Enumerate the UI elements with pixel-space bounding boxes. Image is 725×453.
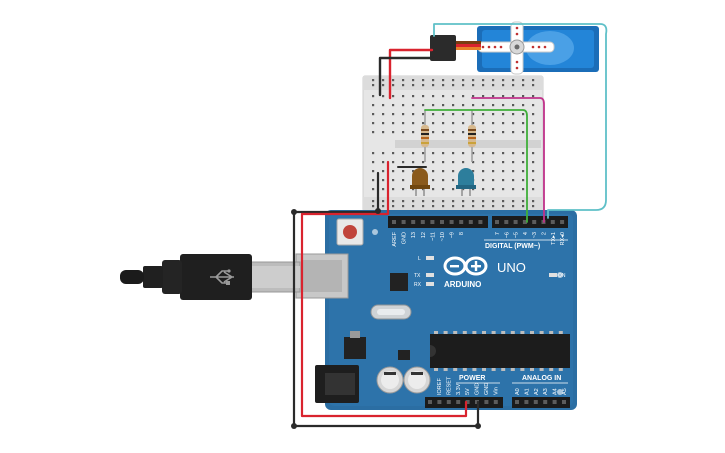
pin-label: ~9 xyxy=(450,232,456,238)
pin-label: ~3 xyxy=(532,232,538,238)
capacitor xyxy=(403,366,431,394)
led-rx-indicator: RX xyxy=(414,282,434,288)
digital-header-label: DIGITAL (PWM~) xyxy=(485,243,540,250)
power-header-label: POWER xyxy=(459,375,485,382)
pin-label: ~6 xyxy=(504,232,510,238)
wire-green-pin xyxy=(424,109,528,223)
brand-label: ARDUINO xyxy=(444,280,481,289)
resistor xyxy=(468,110,476,162)
wire-servo-power xyxy=(388,48,434,100)
model-label: UNO xyxy=(497,260,526,275)
pin-label: RX◂0 xyxy=(560,232,566,245)
analog-header-label: ANALOG IN xyxy=(522,375,561,382)
voltage-regulator xyxy=(344,337,366,359)
svg-text:ON: ON xyxy=(558,273,566,279)
pin-label: ~10 xyxy=(440,232,446,241)
pin-label: GND xyxy=(402,232,408,244)
pin-label: IOREF xyxy=(437,378,443,395)
pin-label: 2 xyxy=(542,232,548,235)
wire-servo-signal xyxy=(433,23,608,219)
usb-chip xyxy=(390,273,408,291)
pin-label: 13 xyxy=(411,232,417,238)
pin-label: Vin xyxy=(493,387,499,395)
wires xyxy=(291,23,608,429)
pin-label: 3.3V xyxy=(456,383,462,395)
led-l-indicator: L xyxy=(418,256,434,262)
pin-label: GND xyxy=(475,383,481,395)
arduino-infinity-logo-icon xyxy=(443,256,488,276)
pin-label: ~11 xyxy=(430,232,436,241)
pin-label: A4 xyxy=(553,388,559,395)
atmega-chip xyxy=(430,331,570,371)
analog-header xyxy=(512,397,570,408)
svg-text:TX: TX xyxy=(414,273,421,279)
wire-magenta-pin xyxy=(471,97,545,223)
usb-plug-icon xyxy=(120,254,301,300)
digital-header-right xyxy=(492,216,568,228)
wire-5v-loop xyxy=(300,212,468,418)
breadboard-holes xyxy=(372,79,535,208)
svg-text:RX: RX xyxy=(414,282,422,288)
pin-label: RESET xyxy=(446,376,452,395)
pin-label: 12 xyxy=(421,232,427,238)
led-tx-indicator: TX xyxy=(414,273,434,279)
led-on-indicator: ON xyxy=(549,273,566,279)
capacitor xyxy=(376,366,404,394)
resistor xyxy=(421,110,429,162)
reset-button-icon[interactable] xyxy=(336,218,364,246)
pin-label: A5 xyxy=(562,388,568,395)
wire-servo-ground xyxy=(378,56,434,97)
digital-header-left xyxy=(388,216,488,228)
pin-label: 4 xyxy=(523,232,529,235)
pin-label: A0 xyxy=(515,388,521,395)
pin-label: TX▸1 xyxy=(551,232,557,245)
led-yellow xyxy=(410,168,430,196)
led-blue xyxy=(456,168,476,196)
pin-label: 5V xyxy=(465,388,471,395)
pin-label: A2 xyxy=(534,388,540,395)
wire-gnd-loop xyxy=(292,210,480,428)
pin-label: 8 xyxy=(459,232,465,235)
servo-motor xyxy=(430,21,599,75)
power-header xyxy=(425,397,503,408)
pin-label: GND xyxy=(484,383,490,395)
pin-label: A1 xyxy=(524,388,530,395)
pin-label: 7 xyxy=(495,232,501,235)
svg-text:L: L xyxy=(418,256,421,262)
pin-label: AREF xyxy=(392,231,398,246)
pin-label: ~5 xyxy=(514,232,520,238)
pin-label: A3 xyxy=(543,388,549,395)
servo-connector xyxy=(430,35,456,61)
